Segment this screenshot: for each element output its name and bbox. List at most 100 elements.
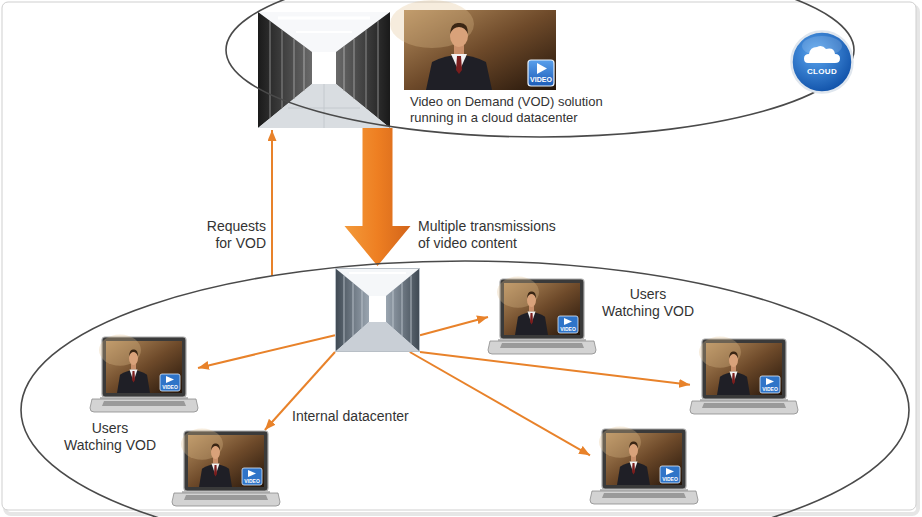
user-laptop-text: VIDEO [760, 386, 780, 392]
server-room-picture [258, 12, 390, 128]
text-slot: Video on Demand (VOD) solution running i… [410, 94, 630, 126]
user-laptop-shape [497, 277, 580, 336]
internal-datacenter-shape [344, 275, 345, 344]
user-laptop-shape [590, 428, 698, 506]
server-room-picture [344, 46, 345, 91]
user-laptop-shape [699, 337, 782, 396]
user-laptop-shape [166, 376, 174, 383]
user-laptop-shape [160, 374, 180, 391]
server-room-picture [278, 17, 370, 20]
internal-datacenter-shape [369, 296, 386, 322]
internal-datacenter-text: Internal datacenter [292, 408, 409, 425]
user-laptop-shape [214, 465, 217, 477]
internal-datacenter-shape [353, 283, 354, 336]
server-room-picture [270, 21, 271, 118]
users-region-text: Users Watching VOD [600, 286, 696, 320]
user-laptop-shape [90, 336, 198, 414]
internal-datacenter-shape [335, 322, 420, 352]
server-room-picture [324, 84, 325, 128]
stream-arrow [420, 352, 690, 385]
internal-datacenter-shape [335, 268, 420, 352]
text-slot: Users Watching VOD [62, 420, 158, 454]
frame [2, 2, 916, 510]
stream-arrow [410, 352, 590, 455]
user-laptop-shape [632, 463, 635, 475]
user-laptop-text: VIDEO [242, 478, 262, 484]
user-laptop-shape [102, 401, 186, 406]
cloud-icon-shape [790, 30, 854, 94]
user-laptop-shape [599, 427, 682, 486]
video-thumbnail-text: VIDEO [528, 76, 554, 84]
user-laptop-shape [602, 493, 686, 498]
user-laptop-shape [172, 430, 280, 508]
user-laptop-shape [732, 373, 735, 385]
server-room-picture [312, 52, 336, 84]
server-room-picture [282, 30, 283, 108]
user-laptop-shape [564, 318, 572, 325]
edge-label-slot: Multiple transmissions of video content [418, 218, 566, 252]
internal-datacenter-shape [336, 269, 420, 352]
video-thumbnail-shape [537, 63, 547, 74]
video-thumbnail-shape [426, 55, 492, 90]
user-laptop-shape [766, 378, 774, 385]
request-arrow [271, 130, 273, 276]
user-laptop: VIDEO [90, 336, 198, 414]
user-laptop-shape [488, 278, 596, 356]
user-laptop-shape [211, 443, 220, 450]
user-laptop-text: VIDEO [558, 326, 578, 332]
text-slot: VIDEO [558, 326, 578, 332]
cloud-icon-shape [792, 32, 853, 93]
user-laptop-shape [666, 468, 674, 475]
user-laptop-shape [617, 462, 650, 485]
internal-datacenter: Internal datacenter [335, 268, 420, 352]
video-thumbnail-shape [456, 56, 462, 74]
user-laptop: VIDEO [488, 278, 596, 356]
user-laptop-shape [690, 338, 798, 416]
text-slot: CLOUD [802, 67, 842, 76]
video-thumbnail-shape [528, 60, 554, 86]
user-laptop: VIDEO [172, 430, 280, 508]
user-laptop-shape [702, 403, 786, 408]
connectors [198, 128, 690, 455]
user-laptop-shape [527, 291, 536, 298]
video-thumbnail-shape [390, 0, 474, 48]
cloud-icon-shape [804, 46, 840, 63]
transmission-arrow [345, 128, 411, 266]
users-region-text: Users Watching VOD [62, 420, 158, 454]
user-laptop-text: VIDEO [660, 476, 680, 482]
stream-arrow [420, 317, 488, 335]
user-laptop-shape [488, 341, 596, 354]
text-slot: VIDEO [660, 476, 680, 482]
users-region: Users Watching VOD Users Watching VOD Inte… [20, 260, 910, 517]
user-laptop-shape [129, 349, 138, 356]
user-laptop-shape [99, 335, 141, 366]
user-laptop: VIDEO [590, 428, 698, 506]
internal-datacenter-shape [362, 290, 363, 328]
cloud-region-shape [226, 0, 854, 137]
user-laptop-shape [181, 429, 223, 460]
edge-label: Requests for VOD [201, 218, 266, 252]
user-laptop-shape [199, 464, 232, 487]
server-room-picture [366, 30, 367, 108]
internal-datacenter-shape [411, 275, 412, 344]
server-room-picture [294, 39, 295, 99]
user-laptop-shape [90, 399, 198, 412]
text-slot: VIDEO [760, 386, 780, 392]
cloud-region: Video on Demand (VOD) solution running i… [225, 0, 855, 138]
edge-label-slot: Requests for VOD [201, 218, 266, 252]
user-laptop-shape [172, 493, 280, 506]
cloud-region-text: Video on Demand (VOD) solution running i… [410, 94, 630, 126]
video-thumbnail-shape [450, 23, 468, 34]
user-laptop-shape [181, 429, 264, 488]
server-room-picture [288, 108, 360, 109]
user-laptop-shape [515, 312, 548, 335]
user-laptop-shape [699, 337, 741, 368]
server-room-picture [296, 31, 352, 33]
users-region-shape [21, 261, 909, 517]
stream-arrow [198, 335, 335, 368]
internal-datacenter-shape [402, 283, 403, 336]
user-laptop-shape [530, 313, 533, 325]
text-slot: VIDEO [528, 76, 554, 84]
user-laptop-shape [117, 370, 150, 393]
